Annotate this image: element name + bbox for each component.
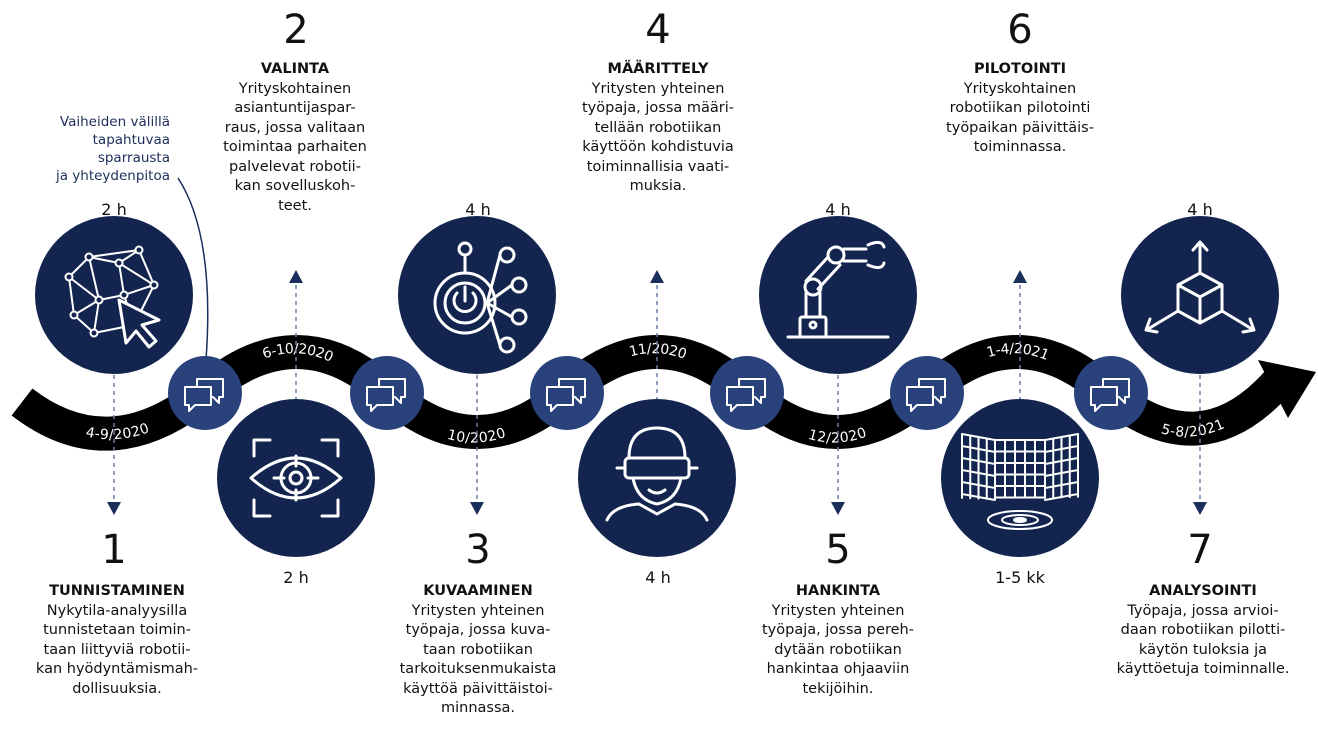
phase-number-5: 5 xyxy=(825,527,851,573)
grid-space-icon xyxy=(961,433,1079,530)
cube-axes-icon xyxy=(1144,240,1256,334)
dashed-arrow-2 xyxy=(289,270,303,410)
phase-desc-3: Yritysten yhteinen työpaja, jossa kuva- … xyxy=(399,602,557,717)
phase-number-3: 3 xyxy=(465,527,491,573)
phase-number-4: 4 xyxy=(645,7,671,53)
dashed-arrow-6 xyxy=(1013,270,1027,410)
eye-target-icon xyxy=(249,438,343,518)
chat-icon xyxy=(184,378,224,412)
phase-desc-2: Yrityskohtainen asiantuntijaspar- raus, … xyxy=(223,80,367,214)
phase-icon-circle-5 xyxy=(759,216,917,374)
dashed-arrow-3 xyxy=(470,375,484,515)
phase-desc-7: Työpaja, jossa arvioi- daan robotiikan p… xyxy=(1116,602,1290,678)
phase-text-6: PILOTOINTI Yrityskohtainen robotiikan pi… xyxy=(925,60,1115,158)
duration-2: 2 h xyxy=(283,568,309,587)
phase-text-1: TUNNISTAMINEN Nykytila-analyysilla tunni… xyxy=(22,582,212,699)
chat-bubble-2 xyxy=(350,356,424,430)
phase-title-6: PILOTOINTI xyxy=(973,61,1067,77)
chat-icon xyxy=(366,378,406,412)
duration-1: 2 h xyxy=(101,200,127,219)
chat-bubble-1 xyxy=(168,356,242,430)
chat-icon xyxy=(906,378,946,412)
chat-bubble-5 xyxy=(890,356,964,430)
timeline-arrow-head xyxy=(1258,360,1316,418)
period-label-3: 10/2020 xyxy=(446,425,508,446)
period-label-5: 12/2020 xyxy=(806,425,868,447)
vr-headset-icon xyxy=(605,426,709,522)
period-label-4: 11/2020 xyxy=(628,341,689,363)
dashed-arrow-1 xyxy=(107,375,121,515)
phase-number-6: 6 xyxy=(1007,7,1033,53)
phase-icon-circle-6 xyxy=(941,399,1099,557)
phase-desc-4: Yritysten yhteinen työpaja, jossa määri-… xyxy=(582,80,734,195)
phase-title-5: HANKINTA xyxy=(795,583,881,599)
network-cursor-icon xyxy=(64,245,161,349)
phase-number-7: 7 xyxy=(1187,527,1213,573)
sparring-note: Vaiheiden välillä tapahtuvaa sparrausta … xyxy=(55,114,170,184)
duration-6: 1-5 kk xyxy=(995,568,1045,587)
phase-desc-6: Yrityskohtainen robotiikan pilotointi ty… xyxy=(946,80,1094,156)
phase-icon-circle-3 xyxy=(398,216,556,374)
phase-text-5: HANKINTA Yritysten yhteinen työpaja, jos… xyxy=(743,582,933,699)
duration-5: 4 h xyxy=(825,200,851,219)
chat-icon xyxy=(1090,378,1130,412)
chat-icon xyxy=(726,378,766,412)
duration-4: 4 h xyxy=(645,568,671,587)
phase-desc-1: Nykytila-analyysilla tunnistetaan toimin… xyxy=(35,602,199,697)
dashed-arrow-5 xyxy=(831,375,845,515)
phase-title-7: ANALYSOINTI xyxy=(1149,583,1257,599)
phase-text-2: VALINTA Yrityskohtainen asiantuntijaspar… xyxy=(200,60,390,216)
chat-bubble-3 xyxy=(530,356,604,430)
phase-text-4: MÄÄRITTELY Yritysten yhteinen työpaja, j… xyxy=(563,60,753,197)
duration-7: 4 h xyxy=(1187,200,1213,219)
phase-title-3: KUVAAMINEN xyxy=(423,583,533,599)
phase-title-2: VALINTA xyxy=(260,61,330,77)
phase-number-2: 2 xyxy=(283,7,309,53)
phase-desc-5: Yritysten yhteinen työpaja, jossa pereh-… xyxy=(762,602,914,697)
chat-bubble-4 xyxy=(710,356,784,430)
phase-title-4: MÄÄRITTELY xyxy=(607,61,709,77)
duration-3: 4 h xyxy=(465,200,491,219)
chat-bubble-6 xyxy=(1074,356,1148,430)
chat-icon xyxy=(546,378,586,412)
power-network-icon xyxy=(433,241,528,354)
phase-number-1: 1 xyxy=(101,527,127,573)
phase-title-1: TUNNISTAMINEN xyxy=(49,583,185,599)
dashed-arrow-7 xyxy=(1193,375,1207,515)
note-connector-line xyxy=(177,177,209,361)
phase-text-7: ANALYSOINTI Työpaja, jossa arvioi- daan … xyxy=(1098,582,1308,680)
dashed-arrow-4 xyxy=(650,270,664,410)
phase-text-3: KUVAAMINEN Yritysten yhteinen työpaja, j… xyxy=(378,582,578,719)
phase-icon-circle-1 xyxy=(35,216,193,374)
robot-arm-icon xyxy=(786,240,890,339)
phase-icon-circle-2 xyxy=(217,399,375,557)
phase-icon-circle-4 xyxy=(578,399,736,557)
phase-icon-circle-7 xyxy=(1121,216,1279,374)
